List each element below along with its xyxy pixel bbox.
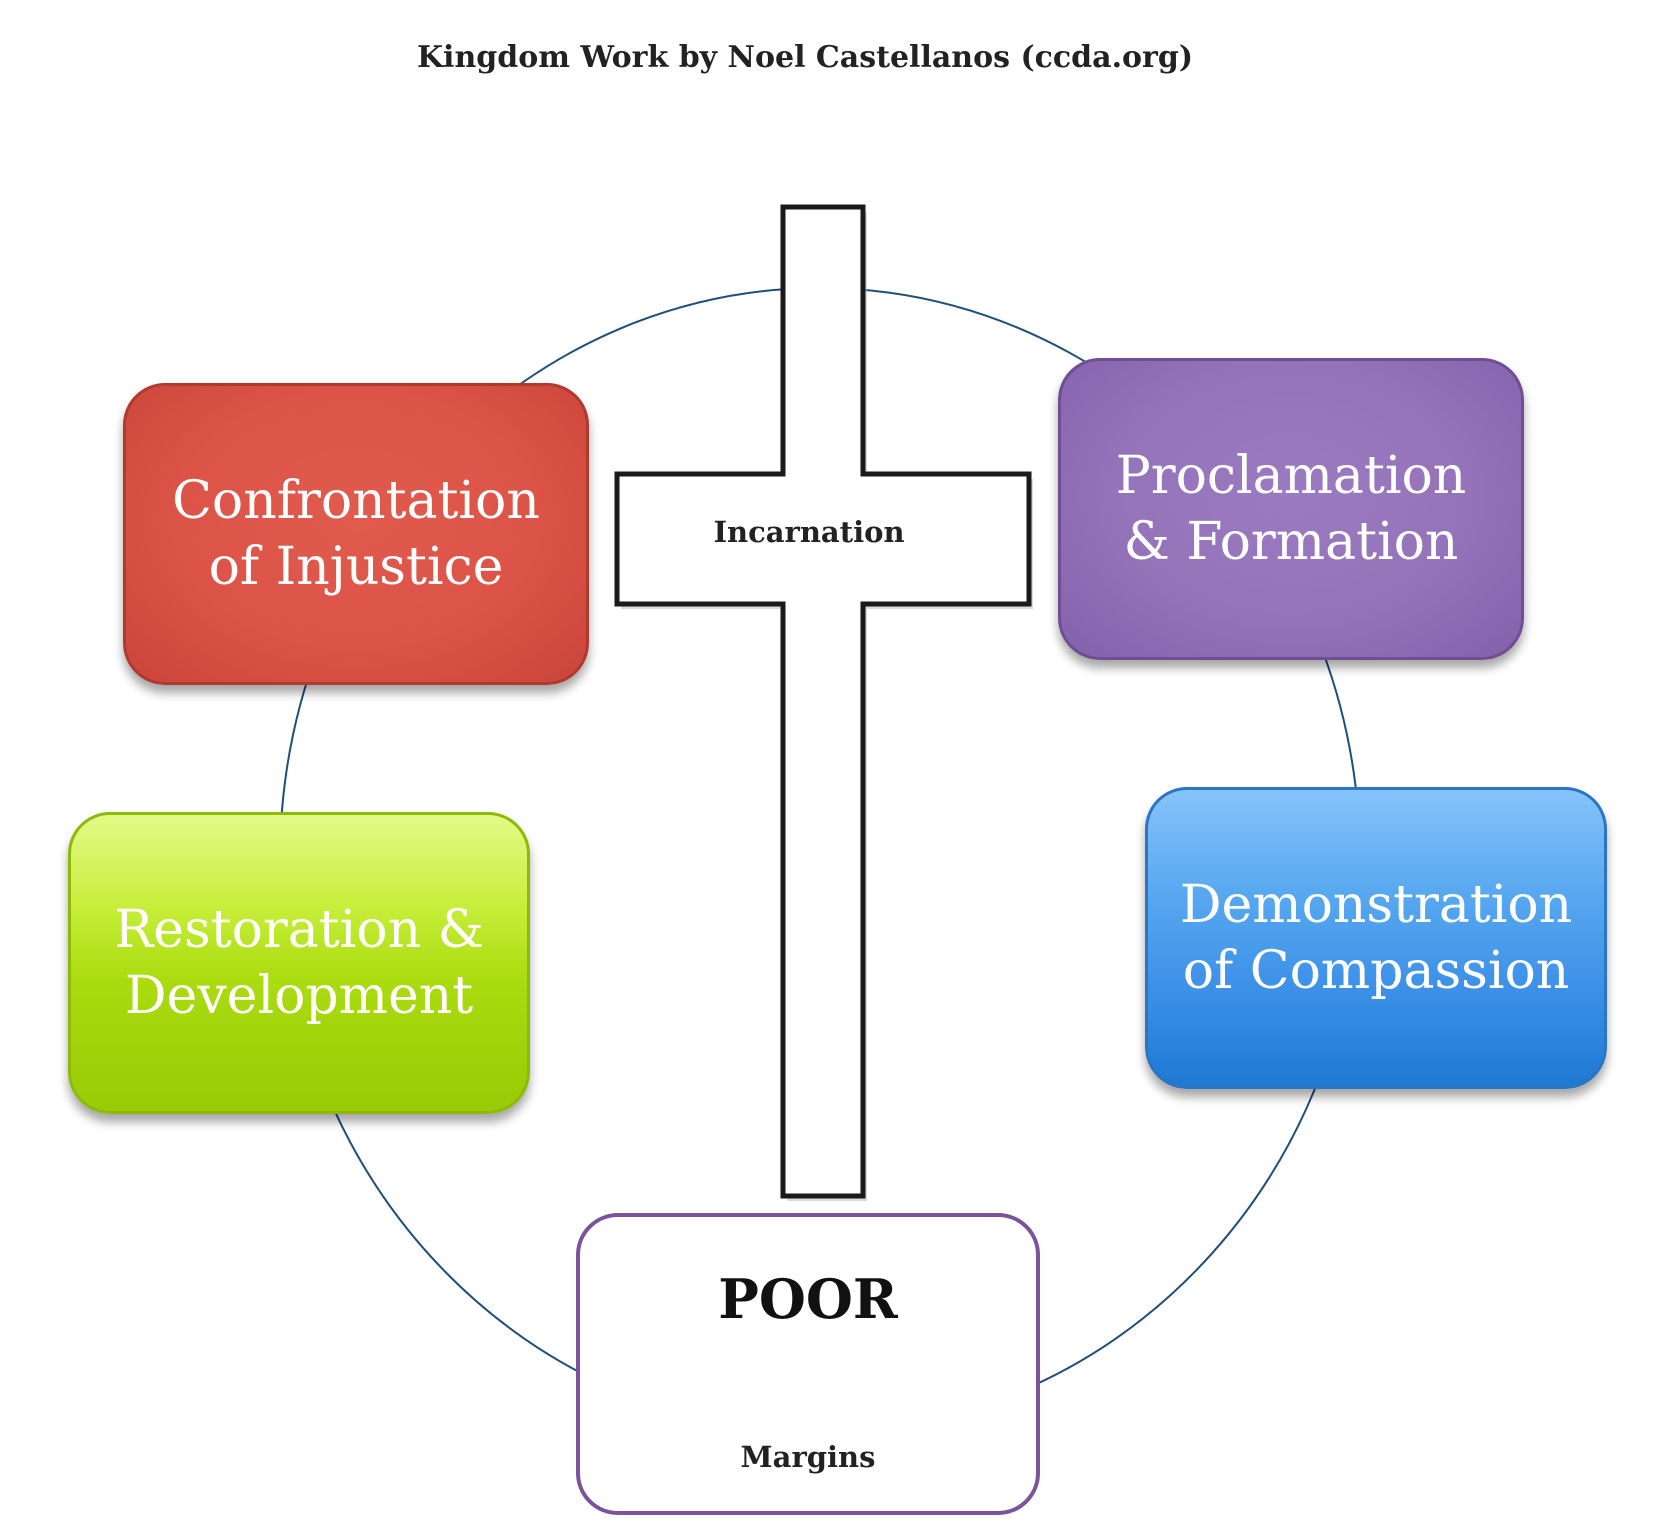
node-poor: POOR Margins: [576, 1213, 1040, 1515]
node-restoration-line2: Development: [124, 966, 474, 1026]
diagram-title: Kingdom Work by Noel Castellanos (ccda.o…: [416, 40, 1194, 75]
poor-heading: POOR: [718, 1267, 898, 1331]
node-proclamation-line2: & Formation: [1123, 512, 1459, 572]
node-demonstration-line2: of Compassion: [1182, 941, 1570, 1001]
node-demonstration: Demonstration of Compassion: [1145, 787, 1607, 1089]
node-restoration: Restoration & Development: [68, 812, 530, 1114]
node-proclamation-line1: Proclamation: [1115, 446, 1467, 506]
node-demonstration-line1: Demonstration: [1179, 875, 1573, 935]
node-confrontation-line2: of Injustice: [208, 537, 504, 597]
margins-label: Margins: [740, 1440, 876, 1474]
node-confrontation-line1: Confrontation: [172, 471, 540, 531]
node-proclamation: Proclamation & Formation: [1058, 358, 1524, 660]
incarnation-label: Incarnation: [713, 515, 905, 549]
node-confrontation: Confrontation of Injustice: [123, 383, 589, 685]
cross-icon: [614, 204, 1032, 1199]
node-restoration-line1: Restoration &: [114, 900, 484, 960]
